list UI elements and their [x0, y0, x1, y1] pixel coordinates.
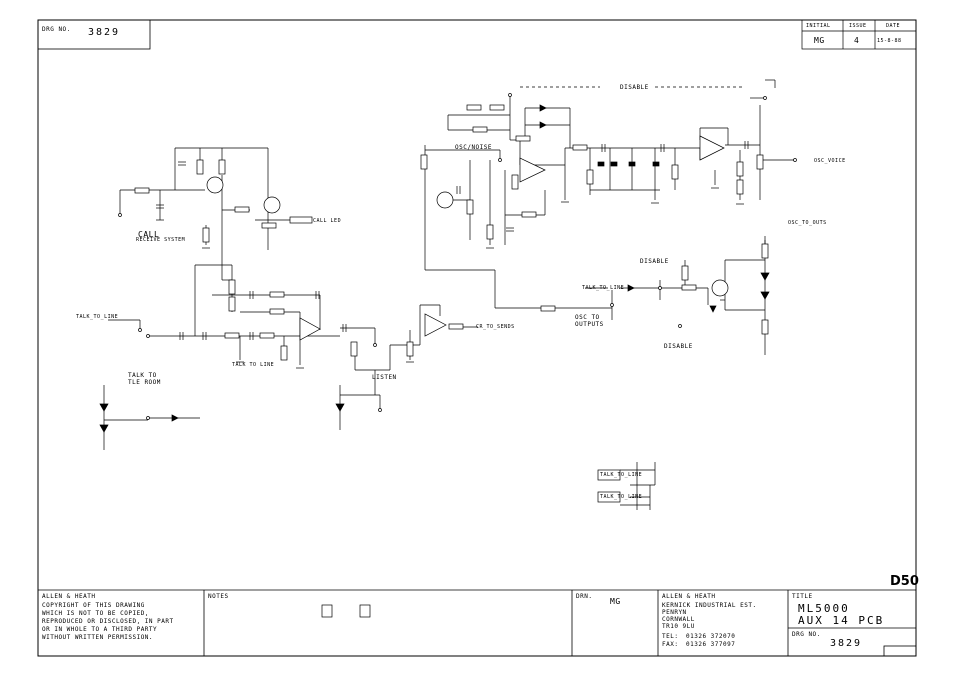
initial-label: INITIAL — [806, 23, 831, 29]
tb-copyright-line: OR IN WHOLE TO A THIRD PARTY — [42, 626, 158, 633]
issue-label: ISSUE — [849, 23, 867, 29]
tb-drg-no-value: 3829 — [830, 638, 863, 649]
tb-tel-label: TEL: — [662, 633, 679, 640]
tb-fax-value: 01326 377097 — [686, 641, 736, 648]
label-talk-to-line-c: TALK_TO_LINE — [582, 285, 625, 291]
label-talk-to: TALK TO — [128, 372, 157, 379]
date-label: DATE — [886, 23, 901, 29]
label-disable-low: DISABLE — [664, 343, 693, 350]
revision-block — [801, 19, 917, 50]
tb-title-1: ML5000 — [798, 602, 850, 615]
tb-address-line: TR10 9LU — [662, 623, 695, 630]
tb-copyright-line: WITHOUT WRITTEN PERMISSION. — [42, 634, 154, 641]
tb-drn-label: DRN. — [576, 593, 593, 600]
drg-no-box — [37, 19, 151, 50]
label-disable-mid: DISABLE — [640, 258, 669, 265]
tb-address-line: KERNICK INDUSTRIAL EST. — [662, 602, 757, 609]
tb-drg-no-label: DRG NO. — [792, 631, 821, 638]
tb-address-line: PENRYN — [662, 609, 687, 616]
tb-address-company: ALLEN & HEATH — [662, 593, 716, 600]
tb-title-label: TITLE — [792, 593, 813, 600]
label-listen: LISTEN — [372, 374, 397, 381]
label-call-sub: RECEIVE SYSTEM — [136, 237, 186, 243]
tb-address-line: CORNWALL — [662, 616, 695, 623]
tb-title-2: AUX 14 PCB — [798, 614, 885, 627]
tb-address: KERNICK INDUSTRIAL EST. PENRYN CORNWALL … — [662, 602, 757, 630]
label-call: CALL — [138, 230, 160, 239]
tb-company: ALLEN & HEATH — [42, 593, 96, 600]
label-talk-to-line: TALK_TO_LINE — [76, 314, 119, 320]
tb-notes-label: NOTES — [208, 593, 229, 600]
label-osc-to-outs: OSC_TO_OUTS — [788, 220, 827, 226]
circuit-wiring — [103, 79, 795, 510]
issue-value: 4 — [854, 36, 860, 45]
label-cr-to-sends: CR_TO_SENDS — [476, 324, 515, 330]
label-talk-to-line-out2: TALK_TO_LINE — [600, 494, 643, 500]
label-talk-to-line-b: TALK TO LINE — [232, 362, 275, 368]
initial-value: MG — [814, 36, 825, 45]
drg-no-value: 3829 — [88, 27, 121, 38]
drawing-border — [37, 19, 917, 657]
label-disable-top: DISABLE — [620, 84, 649, 91]
ground-symbols — [156, 187, 744, 369]
tb-copyright-line: COPYRIGHT OF THIS DRAWING — [42, 602, 145, 609]
label-tle-room: TLE ROOM — [128, 379, 161, 386]
label-osc-voice: OSC_VOICE — [814, 158, 846, 164]
tb-tel-value: 01326 372070 — [686, 633, 736, 640]
drg-no-label: DRG NO. — [42, 26, 71, 33]
label-osc-noise: OSC/NOISE — [455, 144, 493, 151]
sheet-tag: D50 — [890, 574, 919, 589]
tb-drn-value: MG — [610, 597, 621, 606]
tb-copyright: COPYRIGHT OF THIS DRAWING WHICH IS NOT T… — [42, 602, 174, 642]
circuit-components — [99, 93, 797, 618]
tb-copyright-line: WHICH IS NOT TO BE COPIED, — [42, 610, 149, 617]
date-value: 15-8-88 — [877, 38, 902, 44]
label-call-led: CALL LED — [313, 218, 342, 224]
label-osc-to-outputs: OSC TO OUTPUTS — [575, 314, 604, 328]
tb-fax-label: FAX: — [662, 641, 679, 648]
title-block-frame — [38, 589, 917, 657]
tb-copyright-line: REPRODUCED OR DISCLOSED, IN PART — [42, 618, 174, 625]
label-talk-to-line-out: TALK_TO_LINE — [600, 472, 643, 478]
